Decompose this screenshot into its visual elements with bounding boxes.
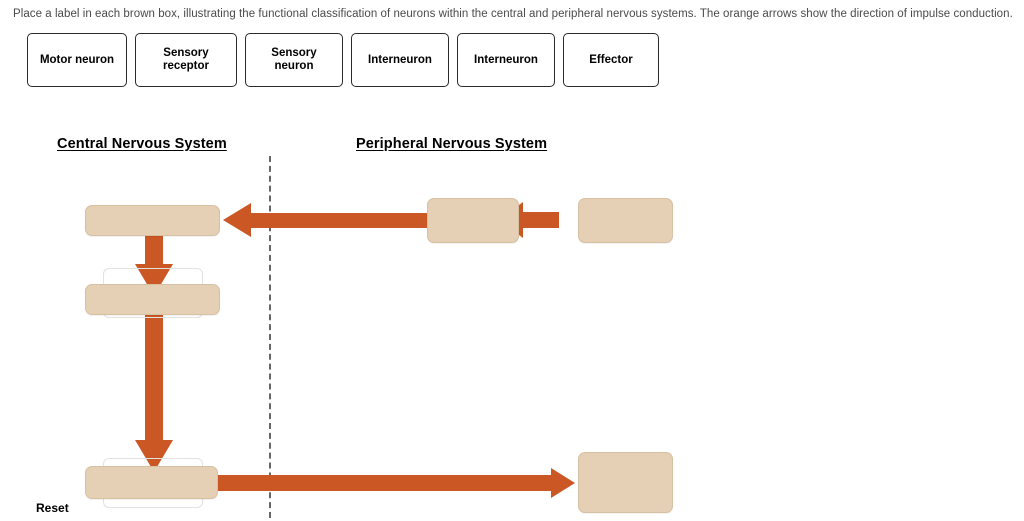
label-chip-interneuron-2[interactable]: Interneuron	[457, 33, 555, 87]
label-chip-motor-neuron[interactable]: Motor neuron	[27, 33, 127, 87]
label-tray: Motor neuron Sensory receptor Sensory ne…	[27, 33, 659, 87]
arrow-shaft-cns-middle-to-bottom	[145, 300, 163, 448]
drop-target-pns-top-inner[interactable]	[427, 198, 519, 243]
reset-button[interactable]: Reset	[36, 501, 69, 515]
arrow-shaft-pns-inner-to-cns-top	[251, 213, 433, 228]
central-nervous-system-heading: Central Nervous System	[57, 136, 227, 152]
instruction-text: Place a label in each brown box, illustr…	[13, 8, 1013, 20]
drop-target-pns-bottom[interactable]	[578, 452, 673, 513]
label-chip-interneuron-1[interactable]: Interneuron	[351, 33, 449, 87]
label-chip-sensory-receptor[interactable]: Sensory receptor	[135, 33, 237, 87]
drop-target-pns-top-outer[interactable]	[578, 198, 673, 243]
arrow-head-cns-bottom-to-pns-bottom	[551, 468, 575, 498]
peripheral-nervous-system-heading: Peripheral Nervous System	[356, 136, 548, 152]
drop-target-cns-bottom[interactable]	[85, 466, 218, 499]
arrow-head-pns-inner-to-cns-top	[223, 203, 251, 237]
drop-target-cns-middle[interactable]	[85, 284, 220, 315]
label-chip-sensory-neuron[interactable]: Sensory neuron	[245, 33, 343, 87]
arrow-shaft-pns-outer-to-inner	[523, 212, 559, 228]
drop-target-cns-top[interactable]	[85, 205, 220, 236]
arrow-shaft-cns-bottom-to-pns-bottom	[207, 475, 552, 491]
cns-pns-divider-line	[269, 156, 271, 518]
label-chip-effector[interactable]: Effector	[563, 33, 659, 87]
